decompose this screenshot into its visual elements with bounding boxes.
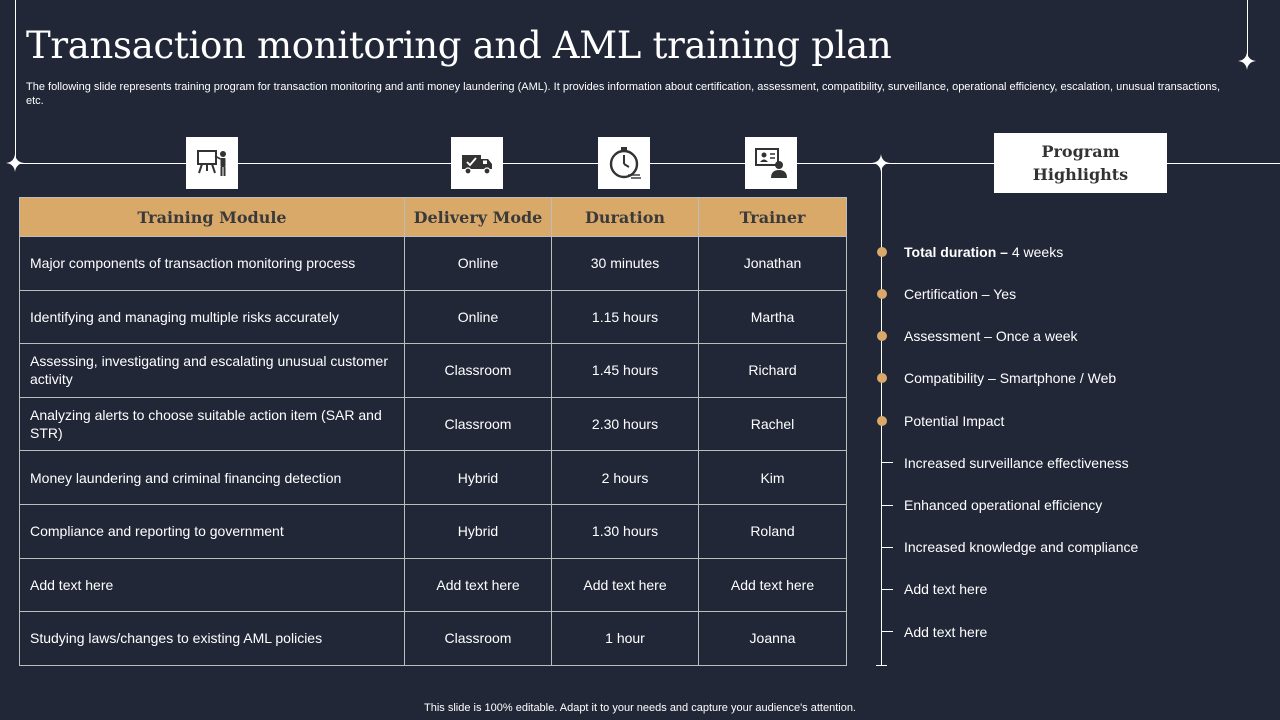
bullet-dash bbox=[882, 547, 893, 548]
left-vertical-line bbox=[15, 0, 16, 163]
training-table: Training Module Delivery Mode Duration T… bbox=[19, 197, 847, 666]
trainer-cell: Add text here bbox=[698, 557, 847, 613]
header-training-module: Training Module bbox=[19, 197, 405, 237]
duration-cell: 1.45 hours bbox=[551, 343, 699, 398]
module-cell: Studying laws/changes to existing AML po… bbox=[19, 611, 405, 666]
delivery-cell: Hybrid bbox=[404, 450, 552, 505]
table-row: Compliance and reporting to government H… bbox=[19, 503, 847, 559]
bullet-dash bbox=[882, 462, 893, 463]
module-cell: Assessing, investigating and escalating … bbox=[19, 343, 405, 398]
right-vertical-line bbox=[1247, 0, 1248, 62]
program-highlights-title: Program Highlights bbox=[994, 133, 1167, 193]
module-cell: Analyzing alerts to choose suitable acti… bbox=[19, 396, 405, 452]
presentation-icon bbox=[186, 137, 238, 189]
table-row: Assessing, investigating and escalating … bbox=[19, 343, 847, 398]
trainer-cell: Roland bbox=[698, 503, 847, 559]
duration-cell: 2 hours bbox=[551, 450, 699, 505]
trainer-cell: Joanna bbox=[698, 611, 847, 666]
sparkle-top-right-icon bbox=[1238, 52, 1256, 70]
highlight-item: Assessment – Once a week bbox=[904, 328, 1078, 344]
sparkle-middle-icon bbox=[872, 154, 890, 172]
bullet-dot bbox=[877, 373, 887, 383]
bullet-dash bbox=[882, 505, 893, 506]
highlights-vertical-line bbox=[881, 163, 882, 665]
module-cell: Identifying and managing multiple risks … bbox=[19, 289, 405, 345]
table-row: Identifying and managing multiple risks … bbox=[19, 289, 847, 345]
trainer-cell: Martha bbox=[698, 289, 847, 345]
total-duration-value: 4 weeks bbox=[1007, 244, 1064, 260]
bullet-dot bbox=[877, 247, 887, 257]
delivery-cell: Online bbox=[404, 289, 552, 345]
delivery-cell: Hybrid bbox=[404, 503, 552, 559]
table-row: Add text here Add text here Add text her… bbox=[19, 557, 847, 613]
duration-cell: 1.30 hours bbox=[551, 503, 699, 559]
delivery-cell: Add text here bbox=[404, 557, 552, 613]
footer-note: This slide is 100% editable. Adapt it to… bbox=[424, 702, 856, 714]
bullet-dot bbox=[877, 289, 887, 299]
online-trainer-icon bbox=[745, 137, 797, 189]
page-title: Transaction monitoring and AML training … bbox=[26, 24, 892, 67]
header-trainer: Trainer bbox=[698, 197, 847, 237]
module-cell: Major components of transaction monitori… bbox=[19, 236, 405, 291]
highlights-bottom-tick bbox=[876, 665, 887, 666]
impact-item: Add text here bbox=[904, 624, 988, 640]
module-cell: Compliance and reporting to government bbox=[19, 503, 405, 559]
module-cell: Money laundering and criminal financing … bbox=[19, 450, 405, 505]
highlight-item: Compatibility – Smartphone / Web bbox=[904, 370, 1117, 386]
trainer-cell: Kim bbox=[698, 450, 847, 505]
delivery-cell: Online bbox=[404, 236, 552, 291]
total-duration-label: Total duration – bbox=[904, 244, 1008, 260]
trainer-cell: Rachel bbox=[698, 396, 847, 452]
bullet-dash bbox=[882, 631, 893, 632]
table-row: Money laundering and criminal financing … bbox=[19, 450, 847, 505]
table-header-row: Training Module Delivery Mode Duration T… bbox=[19, 197, 847, 237]
table-row: Studying laws/changes to existing AML po… bbox=[19, 611, 847, 666]
impact-item: Enhanced operational efficiency bbox=[904, 497, 1103, 513]
table-row: Major components of transaction monitori… bbox=[19, 236, 847, 291]
impact-item: Increased surveillance effectiveness bbox=[904, 455, 1129, 471]
duration-cell: 1 hour bbox=[551, 611, 699, 666]
trainer-cell: Richard bbox=[698, 343, 847, 398]
page-subtitle: The following slide represents training … bbox=[26, 81, 1221, 107]
highlight-item: Potential Impact bbox=[904, 413, 1005, 429]
bullet-dash bbox=[882, 589, 893, 590]
trainer-cell: Jonathan bbox=[698, 236, 847, 291]
header-delivery-mode: Delivery Mode bbox=[404, 197, 552, 237]
delivery-cell: Classroom bbox=[404, 611, 552, 666]
impact-item: Increased knowledge and compliance bbox=[904, 539, 1139, 555]
sparkle-left-icon bbox=[6, 154, 24, 172]
stopwatch-icon bbox=[598, 137, 650, 189]
delivery-cell: Classroom bbox=[404, 396, 552, 452]
duration-cell: Add text here bbox=[551, 557, 699, 613]
impact-item: Add text here bbox=[904, 581, 988, 597]
table-row: Analyzing alerts to choose suitable acti… bbox=[19, 396, 847, 452]
delivery-cell: Classroom bbox=[404, 343, 552, 398]
header-duration: Duration bbox=[551, 197, 699, 237]
program-highlights-label: Program Highlights bbox=[1032, 142, 1129, 184]
delivery-truck-icon bbox=[451, 137, 503, 189]
duration-cell: 30 minutes bbox=[551, 236, 699, 291]
bullet-dot bbox=[877, 331, 887, 341]
duration-cell: 2.30 hours bbox=[551, 396, 699, 452]
bullet-dot bbox=[877, 416, 887, 426]
module-cell: Add text here bbox=[19, 557, 405, 613]
highlight-item: Certification – Yes bbox=[904, 286, 1017, 302]
duration-cell: 1.15 hours bbox=[551, 289, 699, 345]
highlight-total-duration: Total duration – 4 weeks bbox=[904, 243, 1063, 261]
